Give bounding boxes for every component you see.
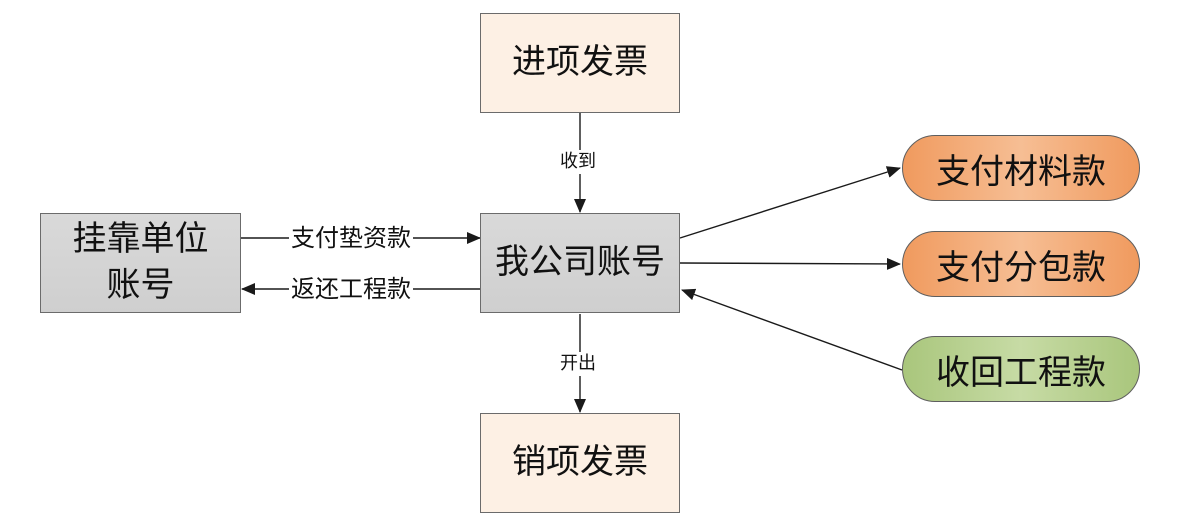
- pay-advance-label: 支付垫资款: [289, 223, 413, 253]
- input-invoice-label: 进项发票: [512, 42, 648, 83]
- received-label: 收到: [558, 150, 598, 174]
- recover-engineering-label: 收回工程款: [936, 352, 1106, 393]
- output-invoice-box: 销项发票: [480, 413, 680, 513]
- output-invoice-label: 销项发票: [512, 442, 648, 483]
- edge-pay-subcontract: [679, 257, 901, 270]
- company-account-box: 我公司账号: [480, 213, 680, 313]
- recover-engineering-node: 收回工程款: [902, 336, 1140, 402]
- edge-recover-engineering: [681, 288, 903, 371]
- pay-subcontract-node: 支付分包款: [902, 231, 1140, 297]
- return-engineering-label: 返还工程款: [289, 274, 413, 304]
- affiliated-unit-account-box: 挂靠单位 账号: [40, 213, 241, 313]
- issued-label: 开出: [558, 352, 598, 376]
- affiliated-account-label: 账号: [106, 265, 175, 305]
- pay-material-label: 支付材料款: [936, 151, 1106, 192]
- company-account-label: 我公司账号: [495, 242, 665, 283]
- edge-pay-material: [679, 166, 901, 239]
- affiliated-unit-label: 挂靠单位: [72, 219, 209, 260]
- pay-subcontract-label: 支付分包款: [936, 247, 1106, 288]
- input-invoice-box: 进项发票: [480, 13, 680, 113]
- pay-material-node: 支付材料款: [902, 135, 1140, 201]
